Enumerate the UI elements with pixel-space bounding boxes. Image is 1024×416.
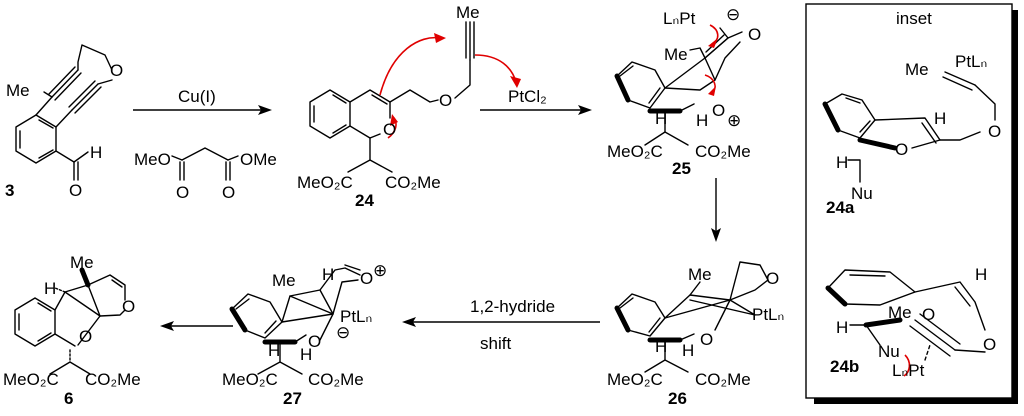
- compound-24-ether-oxygen: O: [439, 91, 452, 110]
- compound-27-negative-charge: ⊖: [336, 323, 350, 342]
- compound-26-ester-left: MeO₂C: [607, 370, 663, 389]
- compound-24b-h: H: [836, 318, 848, 337]
- compound-24a-vinyl-h: H: [934, 109, 946, 128]
- compound-3-aldehyde-h: H: [90, 143, 102, 162]
- compound-25-h2: H: [696, 111, 708, 130]
- inset-box: inset Me PtLₙ H O O H Nu 24a: [805, 3, 1018, 404]
- malonate-carbonyl-o1: O: [176, 183, 189, 202]
- malonate-meo: MeO: [134, 150, 171, 169]
- compound-27-h2: H: [300, 345, 312, 364]
- compound-24-label: 24: [355, 191, 374, 210]
- compound-27: Me H O ⊕ PtLₙ ⊖ O H H MeO₂C CO₂Me 27: [222, 261, 387, 408]
- compound-26-methyl: Me: [688, 265, 712, 284]
- compound-6-methyl: Me: [70, 253, 94, 272]
- compound-25-ether-oxygen: O: [748, 25, 761, 44]
- reagent-cu: Cu(I): [178, 87, 216, 106]
- compound-27-positive-charge: ⊕: [373, 261, 387, 280]
- compound-27-methyl: Me: [272, 271, 296, 290]
- compound-25-ester-left: MeO₂C: [607, 142, 663, 161]
- step-1-arrow: Cu(I) MeO OMe O O: [133, 87, 277, 202]
- step-2-arrow: PtCl₂: [480, 87, 592, 115]
- compound-26-h2: H: [682, 341, 694, 360]
- compound-26-ester-right: CO₂Me: [695, 370, 751, 389]
- compound-24b: H Me O O H Nu LₙPt 24b: [825, 265, 996, 380]
- compound-24b-methyl: Me: [888, 303, 912, 322]
- compound-27-ring-oxygen: O: [308, 332, 321, 351]
- compound-25-ring-oxygen: O: [712, 101, 725, 120]
- compound-27-oxonium-oxygen: O: [360, 269, 373, 288]
- compound-26-label: 26: [668, 389, 687, 408]
- compound-24b-pt-ligand: LₙPt: [892, 361, 925, 380]
- compound-3-label: 3: [5, 181, 14, 200]
- compound-24a-pt-ligand: PtLₙ: [955, 52, 987, 71]
- compound-25-h1: H: [655, 109, 667, 128]
- compound-24-ester-left: MeO₂C: [297, 173, 353, 192]
- compound-24-ester-right: CO₂Me: [385, 173, 441, 192]
- compound-24: O O Me MeO₂C CO₂Me 24: [297, 3, 521, 210]
- compound-6-ether-oxygen: O: [122, 297, 135, 316]
- compound-26-ring-oxygen: O: [700, 330, 713, 349]
- compound-24a-methyl: Me: [905, 60, 929, 79]
- compound-6-ring-oxygen: O: [79, 327, 92, 346]
- compound-24b-nu: Nu: [878, 342, 900, 361]
- compound-24a-h: H: [836, 153, 848, 172]
- compound-26-h1: H: [655, 337, 667, 356]
- compound-6-ester-left: MeO₂C: [3, 370, 59, 389]
- step-3-label-line2: shift: [480, 334, 511, 353]
- step-3-arrow: 1,2-hydride shift: [402, 297, 600, 353]
- compound-24a-nu: Nu: [851, 184, 873, 203]
- compound-6-h: H: [44, 279, 56, 298]
- malonate-ome: OMe: [240, 150, 277, 169]
- malonate-carbonyl-o2: O: [222, 183, 235, 202]
- compound-24-methyl: Me: [456, 3, 480, 22]
- reagent-ptcl2: PtCl₂: [508, 87, 547, 106]
- compound-27-pt-ligand: PtLₙ: [340, 307, 372, 326]
- compound-3-aldehyde-oxygen: O: [69, 181, 82, 200]
- compound-6: Me H O O MeO₂C CO₂Me 6: [3, 253, 141, 408]
- compound-3-methyl: Me: [6, 81, 30, 100]
- compound-25-methyl: Me: [664, 45, 688, 64]
- compound-24b-ring-oxygen: O: [922, 305, 935, 324]
- compound-24-ring-oxygen: O: [383, 120, 396, 139]
- compound-6-label: 6: [64, 389, 73, 408]
- compound-26-ether-oxygen: O: [766, 269, 779, 288]
- compound-25-negative-charge: ⊖: [726, 5, 740, 24]
- compound-24a-ring-oxygen: O: [895, 140, 908, 159]
- compound-24b-label: 24b: [830, 357, 859, 376]
- compound-25-positive-charge: ⊕: [727, 111, 741, 130]
- compound-24a-label: 24a: [826, 198, 855, 217]
- step-4-arrow: [160, 321, 233, 331]
- compound-25-pt-ligand: LₙPt: [663, 9, 696, 28]
- compound-27-ester-left: MeO₂C: [222, 370, 278, 389]
- compound-24b-ether-oxygen: O: [983, 335, 996, 354]
- compound-24b-vinyl-h: H: [975, 265, 987, 284]
- dimethyl-malonate: MeO OMe O O: [134, 147, 277, 202]
- compound-27-ester-right: CO₂Me: [308, 370, 364, 389]
- compound-27-h: H: [322, 265, 334, 284]
- compound-24a-ether-oxygen: O: [988, 122, 1001, 141]
- compound-27-label: 27: [283, 389, 302, 408]
- compound-26-pt-ligand: PtLₙ: [752, 305, 784, 324]
- compound-3: O Me H O 3: [5, 44, 123, 200]
- compound-25-ester-right: CO₂Me: [695, 142, 751, 161]
- compound-25: LₙPt ⊖ Me O O ⊕ H H MeO₂C CO₂Me 25: [607, 5, 761, 178]
- inset-title: inset: [896, 9, 932, 28]
- compound-3-ether-oxygen: O: [110, 61, 123, 80]
- compound-6-ester-right: CO₂Me: [85, 370, 141, 389]
- step-3-label-line1: 1,2-hydride: [470, 297, 555, 316]
- compound-27-h1: H: [268, 341, 280, 360]
- compound-24a: Me PtLₙ H O O H Nu 24a: [822, 52, 1001, 217]
- compound-26: Me O PtLₙ O H H MeO₂C CO₂Me 26: [607, 261, 784, 408]
- compound-25-label: 25: [672, 159, 691, 178]
- step-25-to-26-arrow: [711, 178, 721, 242]
